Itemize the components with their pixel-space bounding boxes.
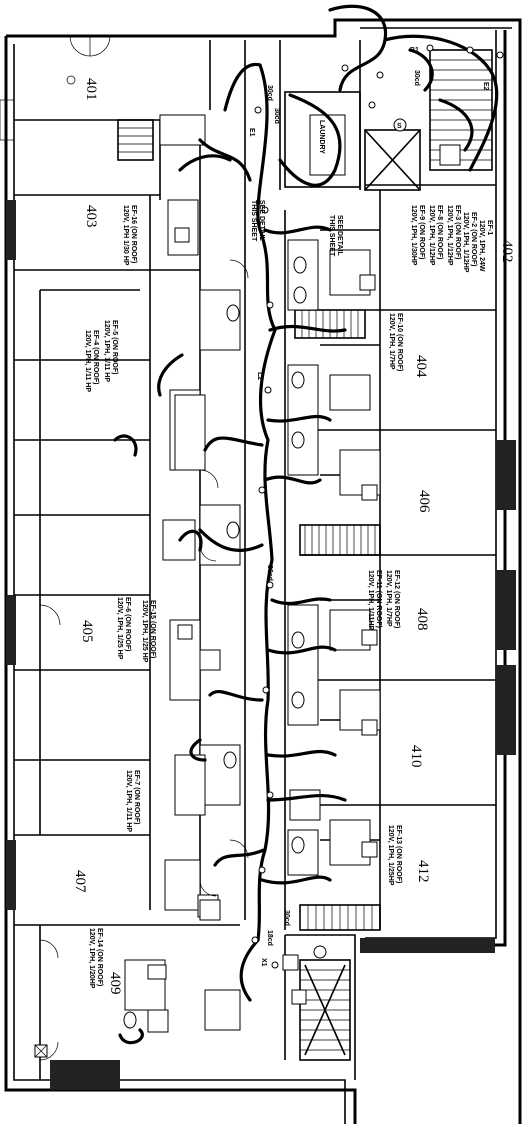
fan-callout: 120V, 1PH, 1/11 HP [103,320,110,382]
stair-mid-2 [294,309,366,339]
stairs [117,49,493,1061]
fan-callout: 120V, 1PH, 1/12HP [462,212,469,273]
fan-callout: 120V, 1PH, 1/30HP [410,205,417,266]
room-label-406: 406 [416,490,432,513]
accessibility-icon [66,75,76,85]
fan-callout: 120V, 1PH, 1/11HP [367,570,374,630]
room-label-401: 401 [83,78,99,101]
stair-bottom [299,959,351,1061]
circuit-tag: 18cd [266,930,273,946]
fan-callout: EF-4 (ON ROOF) [92,330,99,384]
device-tag: S [397,123,402,130]
wall-hatch [496,440,516,510]
room-labels: 401 402 403 404 405 406 407 408 409 410 … [72,78,515,995]
room-label-404: 404 [413,355,429,378]
fan-callout: 120V, 1PH, 1/25 HP [116,597,123,660]
device-markers [251,44,504,969]
misc-tags: LAUNDRY SEE DETAIL THIS SHEET SEE DETAIL… [66,47,489,967]
fan-callout: EF-11 (ON ROOF) [375,570,382,628]
stair-top-right [429,49,493,171]
wall-hatch [6,840,16,910]
circuit-tag: 30cd [283,910,290,926]
wall-hatch [496,665,516,755]
fan-callout: EF-1 [486,220,493,235]
room-label-409: 409 [107,972,123,995]
circuit-tag: 30cd [266,565,273,581]
circuit-tag: 30cd [266,85,273,101]
room-label-405: 405 [79,620,95,643]
device-tag: E1 [248,128,255,137]
fan-callout: EF-9 (ON ROOF) [418,205,425,259]
fixtures [34,114,461,1058]
fan-callout: EF-7 (ON ROOF) [133,770,140,824]
fan-callout: 120V, 1PH, 1/7HP [385,570,392,627]
circuit-tag: 30cd [413,70,420,86]
laundry-room [284,91,421,191]
fan-callout: EF-8 (ON ROOF) [436,205,443,259]
room-label-407: 407 [72,870,88,893]
fan-callout: EF-13 (ON ROOF) [395,825,402,883]
stair-mid-3 [299,904,381,931]
room-label-403: 403 [83,205,99,228]
room-label-402: 402 [499,240,515,263]
circuit-wiring [113,4,499,1045]
smoke-detector-icon [313,945,327,959]
fan-callout: EF-5 (ON ROOF) [111,320,118,374]
fan-callout: EF-16 (ON ROOF) [130,205,137,263]
room-label-408: 408 [414,608,430,631]
fan-callouts: EF-1 120V, 1PH, 24W EF-2 (ON ROOF) 120V,… [84,205,493,989]
fan-callout: 120V, 1PH, 24W [478,220,485,272]
fan-callout: EF-2 (ON ROOF) [470,212,477,266]
see-detail-label: SEE DETAIL [336,215,343,256]
wall-hatch [6,595,16,665]
fan-callout: EF-12 (ON ROOF) [393,570,400,628]
fan-callout: 120V, 1PH, 1/11 HP [84,330,91,392]
exterior-walls [0,18,522,1124]
wall-hatch [50,1060,120,1090]
fan-callout: 120V, 1PH 1/30 HP [122,205,129,266]
stair-mid-1 [299,524,381,556]
fan-callout: 120V, 1PH, 1/7HP [388,313,395,370]
fan-callout: 120V, 1PH, 1/25HP [387,825,394,886]
wall-hatch [6,200,16,260]
smoke-detector-icon [393,118,407,132]
fan-callout: 120V, 1PH, 1/20HP [88,928,95,989]
see-detail-label: SEE DETAIL [258,200,265,241]
fan-callout: EF-15 (ON ROOF) [149,600,156,658]
fan-callout: 120V, 1PH, 1/12HP [446,205,453,266]
interior-walls-right [279,40,496,1080]
device-tag: E2 [482,82,489,91]
fan-callout: 120V, 1PH, 1/11 HP [125,770,132,832]
fan-callout: EF-3 (ON ROOF) [454,205,461,259]
device-tag: X1 [260,958,267,967]
fan-callout: EF-14 (ON ROOF) [96,928,103,986]
laundry-label: LAUNDRY [318,120,325,154]
wall-hatch [496,570,516,650]
this-sheet-label: THIS SHEET [250,200,257,242]
this-sheet-label: THIS SHEET [328,215,335,257]
fan-callout: EF-10 (ON ROOF) [396,313,403,371]
device-tag: B1 [410,47,419,54]
fan-callout: 120V, 1PH, 1/25 HP [141,600,148,663]
fan-callout: EF-6 (ON ROOF) [124,597,131,651]
stair-left-small [117,119,154,161]
wall-hatch [360,938,495,953]
room-label-412: 412 [415,860,431,883]
room-label-410: 410 [408,745,424,768]
fan-callout: 120V, 1PH, 1/12HP [428,205,435,266]
circuit-tag: 30cd [273,108,280,124]
device-tag: L2 [256,372,263,380]
